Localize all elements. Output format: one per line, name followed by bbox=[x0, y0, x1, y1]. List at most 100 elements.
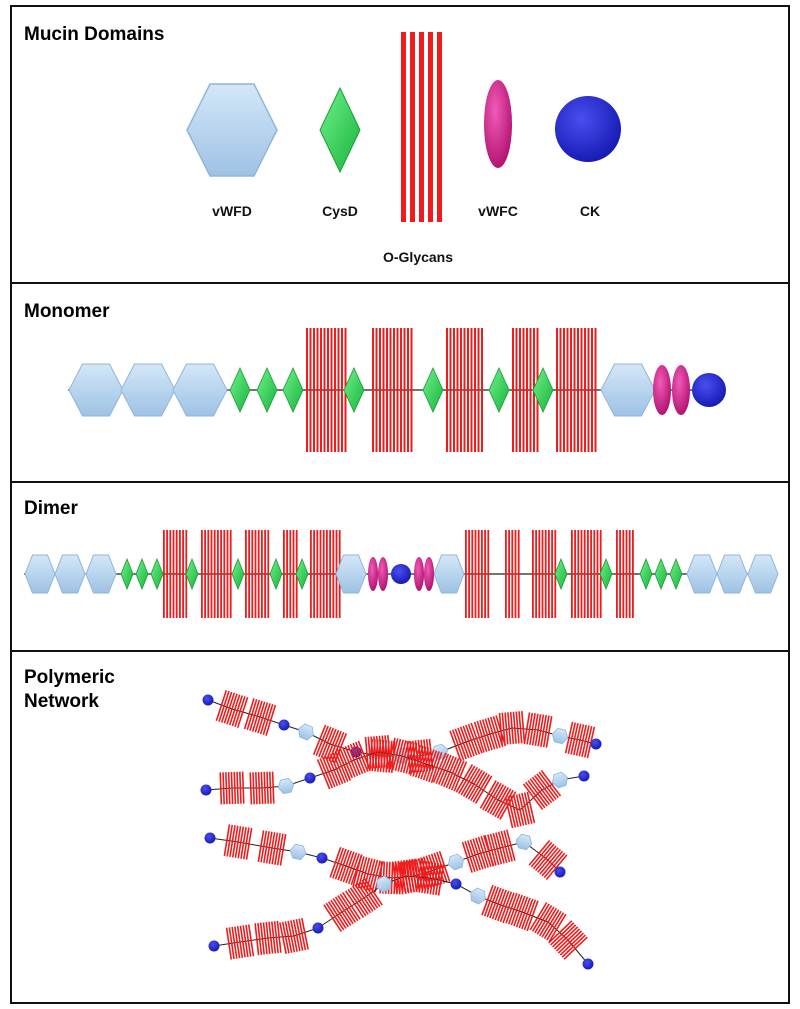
ck-domain bbox=[202, 694, 214, 706]
vwfc-domain bbox=[378, 557, 388, 591]
vwfd-domain bbox=[551, 727, 569, 745]
legend-title: Mucin Domains bbox=[24, 24, 165, 45]
o-glycan-block bbox=[316, 750, 352, 790]
network-backbone bbox=[449, 771, 475, 785]
o-glycan-block bbox=[257, 830, 287, 866]
o-glycan-block bbox=[449, 722, 483, 762]
network-panel: Polymeric Network bbox=[10, 650, 790, 1004]
o-glycan-block bbox=[329, 846, 363, 886]
ck-domain bbox=[692, 373, 726, 407]
legend-vwfc-label: vWFC bbox=[478, 203, 518, 219]
o-glycan-block bbox=[455, 764, 493, 804]
vwfc-domain bbox=[653, 365, 671, 415]
vwfd-domain bbox=[433, 554, 465, 594]
ck-domain bbox=[204, 832, 216, 844]
vwfd-domain bbox=[289, 843, 307, 861]
o-glycan-block bbox=[312, 724, 348, 764]
o-glycan-block bbox=[225, 924, 255, 960]
network-backbone bbox=[521, 911, 549, 923]
o-glycan-block bbox=[215, 690, 249, 728]
o-glycan-block bbox=[479, 780, 517, 820]
ck-domain bbox=[391, 564, 411, 584]
legend-vwfd-shape bbox=[186, 83, 278, 177]
vwfd-domain bbox=[120, 363, 176, 417]
cysd-domain bbox=[669, 557, 683, 591]
o-glycan-block bbox=[498, 711, 526, 745]
legend-ck-shape bbox=[555, 96, 621, 162]
vwfd-domain bbox=[551, 771, 569, 789]
o-glycan-block bbox=[364, 735, 392, 769]
vwfc-domain bbox=[424, 557, 434, 591]
o-glycan-block bbox=[481, 884, 515, 924]
cysd-domain bbox=[120, 557, 134, 591]
o-glycan-block bbox=[386, 737, 418, 775]
o-glycan-block bbox=[528, 840, 568, 880]
o-glycan-block bbox=[415, 860, 445, 896]
o-glycan-block bbox=[484, 829, 516, 867]
o-glycan-block bbox=[505, 892, 539, 932]
vwfd-domain bbox=[376, 875, 392, 893]
vwfd-domain bbox=[172, 363, 228, 417]
cysd-domain bbox=[554, 557, 568, 591]
cysd-domain bbox=[639, 557, 653, 591]
cysd-domain bbox=[150, 557, 164, 591]
ck-domain bbox=[582, 958, 594, 970]
network-backbone bbox=[465, 733, 491, 743]
dimer-title: Dimer bbox=[24, 498, 78, 519]
cysd-domain bbox=[282, 367, 304, 413]
o-glycan-block bbox=[446, 328, 483, 452]
ck-domain bbox=[554, 866, 566, 878]
network-backbone bbox=[353, 751, 379, 761]
vwfd-domain bbox=[470, 887, 486, 905]
ck-domain bbox=[316, 852, 328, 864]
ck-domain bbox=[208, 940, 220, 952]
vwfd-domain bbox=[277, 777, 295, 795]
ck-domain bbox=[590, 738, 602, 750]
cysd-domain bbox=[231, 557, 245, 591]
legend-ck-label: CK bbox=[580, 203, 600, 219]
network-backbone bbox=[367, 873, 393, 879]
o-glycan-block bbox=[616, 530, 634, 618]
ck-domain bbox=[200, 784, 212, 796]
cysd-domain bbox=[654, 557, 668, 591]
o-glycan-block bbox=[529, 902, 567, 942]
ck-domain bbox=[578, 770, 590, 782]
vwfc-domain bbox=[414, 557, 424, 591]
o-glycan-block bbox=[523, 712, 553, 748]
network-chains bbox=[200, 690, 602, 970]
vwfd-domain bbox=[68, 363, 124, 417]
cysd-domain bbox=[229, 367, 251, 413]
o-glycan-block bbox=[522, 770, 562, 810]
network-backbone bbox=[425, 763, 451, 773]
monomer-title: Monomer bbox=[24, 301, 110, 322]
vwfd-domain bbox=[85, 554, 117, 594]
vwfd-domain bbox=[686, 554, 718, 594]
o-glycan-block bbox=[432, 752, 468, 792]
o-glycan-block bbox=[245, 530, 270, 618]
legend-oglycans-label: O-Glycans bbox=[383, 249, 453, 265]
vwfd-domain bbox=[298, 723, 314, 741]
vwfd-domain bbox=[335, 554, 367, 594]
o-glycan-block bbox=[249, 771, 275, 805]
vwfc-domain bbox=[672, 365, 690, 415]
cysd-domain bbox=[532, 367, 554, 413]
legend-panel: Mucin Domains bbox=[10, 5, 790, 285]
cysd-domain bbox=[295, 557, 309, 591]
network-backbone bbox=[547, 921, 569, 941]
legend-oglycans-shape bbox=[401, 32, 442, 222]
o-glycan-block bbox=[254, 920, 282, 956]
legend-vwfd-label: vWFD bbox=[212, 203, 252, 219]
network-backbone bbox=[401, 755, 427, 765]
network-backbone bbox=[341, 897, 365, 913]
cysd-domain bbox=[422, 367, 444, 413]
o-glycan-block bbox=[372, 328, 413, 452]
o-glycan-block bbox=[548, 920, 588, 960]
monomer-chain bbox=[68, 328, 726, 452]
ck-domain bbox=[304, 772, 316, 784]
ck-domain bbox=[278, 719, 290, 731]
vwfd-domain bbox=[747, 554, 779, 594]
network-backbone bbox=[473, 783, 499, 801]
o-glycan-block bbox=[465, 530, 490, 618]
cysd-domain bbox=[269, 557, 283, 591]
